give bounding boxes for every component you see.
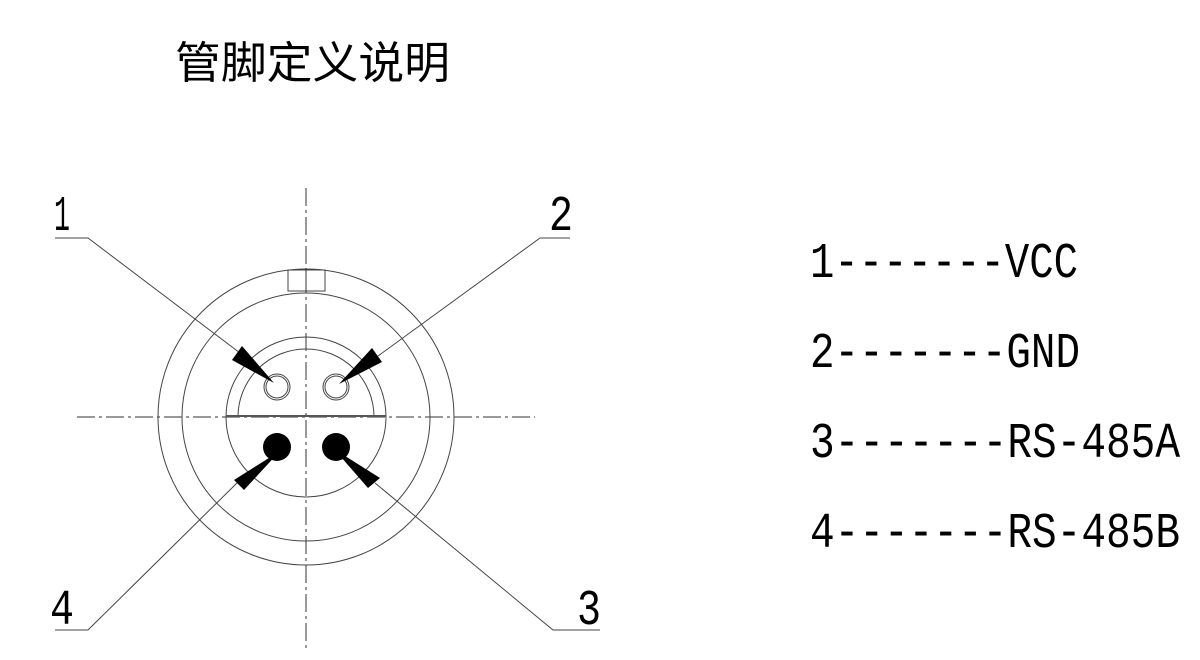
pin-3 — [322, 433, 350, 461]
callout-3: 3 — [577, 583, 601, 640]
callout-1: 1 — [54, 189, 70, 246]
page-title: 管脚定义说明 — [175, 38, 450, 89]
callout-4: 4 — [50, 583, 74, 640]
middle-ring — [181, 292, 431, 542]
pin-4 — [263, 433, 291, 461]
insulator-arc — [237, 348, 375, 418]
leader-1 — [55, 237, 274, 383]
pin-definition-list: 1-------VCC 2-------GND 3-------RS-485A … — [810, 236, 1180, 563]
pin-definition-2: 2-------GND — [810, 326, 1080, 383]
connector-face — [157, 268, 455, 566]
pin-definition-1: 1-------VCC — [810, 236, 1078, 293]
leader-2 — [339, 237, 570, 384]
callout-2: 2 — [549, 189, 573, 246]
leader-3 — [334, 449, 600, 631]
pin-definition-3: 3-------RS-485A — [810, 416, 1180, 473]
pin-2 — [322, 373, 350, 401]
leader-4 — [55, 451, 280, 631]
pin-1 — [263, 373, 291, 401]
pin-definition-4: 4-------RS-485B — [810, 506, 1180, 563]
